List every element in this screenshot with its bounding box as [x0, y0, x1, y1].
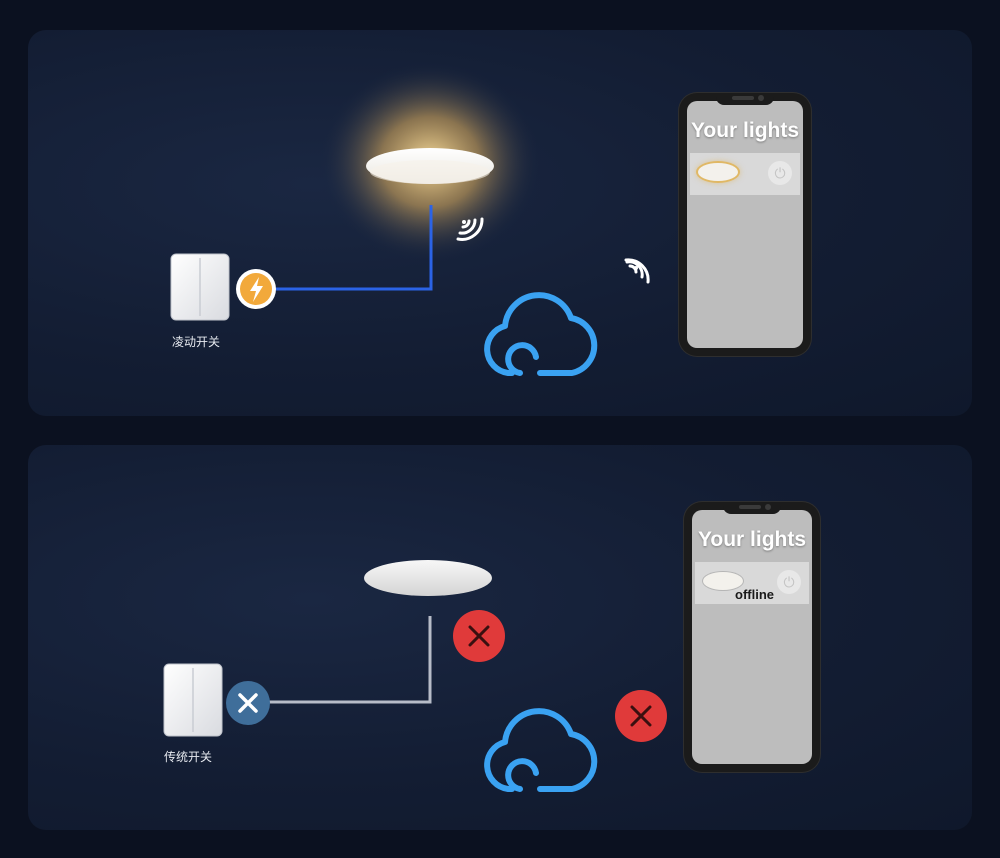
power-icon[interactable]: ⏻: [777, 570, 801, 594]
light-card[interactable]: ⏻: [690, 153, 800, 195]
wireless-signal-icon: [456, 217, 484, 241]
lamp-thumbnail: [698, 163, 738, 181]
phone-notch: [723, 502, 781, 514]
light-card[interactable]: offline ⏻: [695, 562, 809, 604]
cloud-icon: [484, 292, 598, 376]
smart-switch-label: 凌动开关: [172, 335, 221, 349]
ceiling-lamp-on: [366, 148, 494, 184]
power-icon[interactable]: ⏻: [768, 161, 792, 185]
phone-title: Your lights: [690, 119, 800, 142]
phone-notch: [716, 93, 774, 105]
phone-mockup: Your lights ⏻: [679, 93, 811, 356]
ceiling-lamp-off: [364, 560, 492, 596]
close-icon: [615, 690, 667, 742]
smart-wall-switch: [170, 253, 230, 321]
phone-screen: Your lights ⏻: [687, 101, 803, 348]
traditional-switch-label: 传统开关: [164, 750, 213, 764]
phone-screen: Your lights offline ⏻: [692, 510, 812, 764]
status-offline: offline: [735, 587, 774, 602]
phone-mockup: Your lights offline ⏻: [684, 502, 820, 772]
traditional-wall-switch: [163, 663, 223, 737]
connected-wire: [274, 205, 433, 291]
disconnected-wire: [268, 616, 432, 704]
lamp-thumbnail: [703, 572, 743, 590]
cloud-icon: [484, 708, 598, 792]
close-icon: [453, 610, 505, 662]
wireless-signal-icon: [624, 258, 650, 284]
phone-title: Your lights: [697, 528, 807, 551]
lightning-bolt-icon: [236, 269, 276, 309]
close-icon: [226, 681, 270, 725]
